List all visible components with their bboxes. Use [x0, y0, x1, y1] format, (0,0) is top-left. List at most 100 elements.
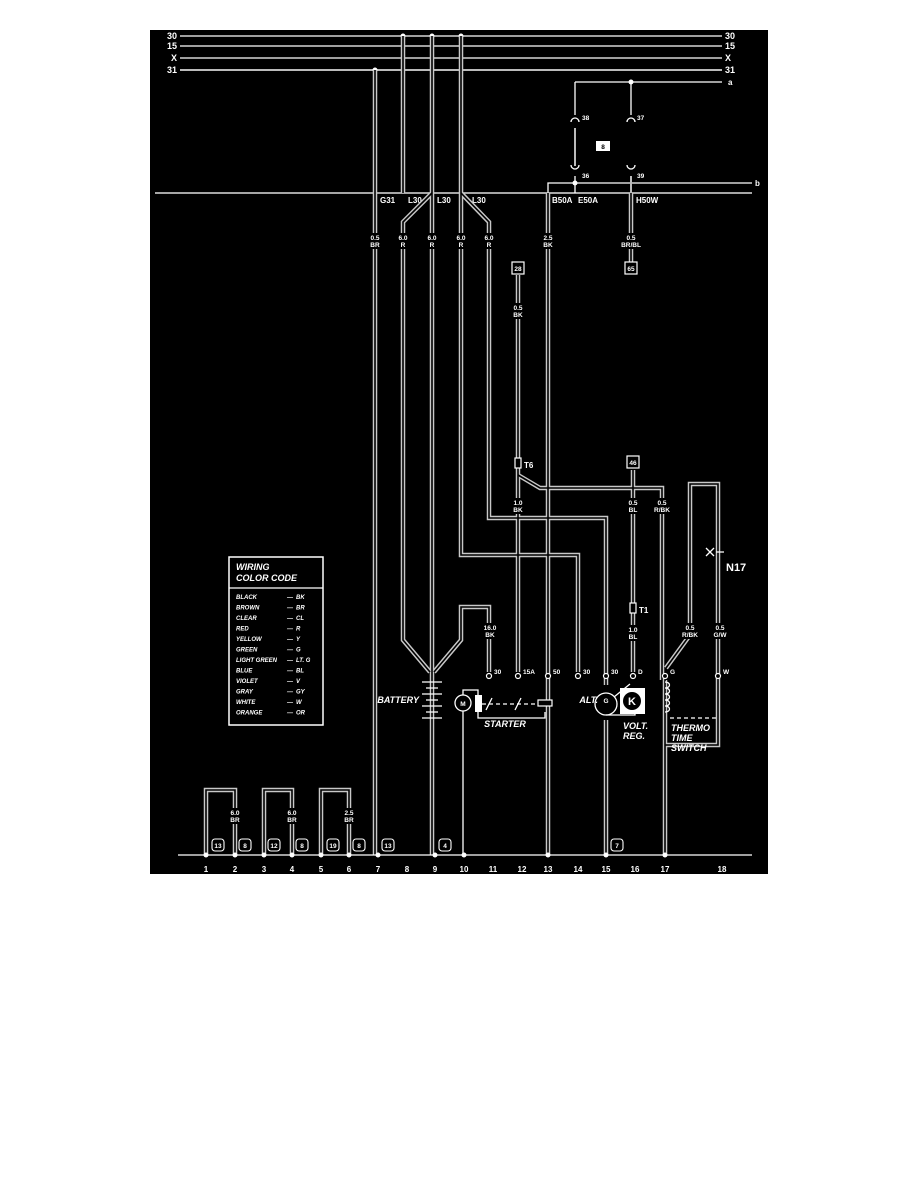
- ground-ref-label: 4: [443, 843, 447, 850]
- terminal-pin: [629, 672, 637, 680]
- bus-x-label-right: X: [725, 53, 731, 63]
- legend-color-code: Y: [296, 637, 301, 643]
- column-number: 18: [718, 865, 727, 874]
- wire-label-bg: [366, 233, 384, 249]
- bus-30-label-right: 30: [725, 31, 735, 41]
- column-number: 3: [262, 865, 267, 874]
- wire-label-bg: [394, 233, 412, 249]
- terminal-pin: [544, 672, 552, 680]
- terminal-pin: [485, 672, 493, 680]
- connector-36: 36: [582, 173, 590, 180]
- wire-color: BK: [513, 507, 523, 514]
- ground-ref-label: 8: [357, 843, 361, 850]
- legend-dash: —: [286, 637, 294, 643]
- legend-dash: —: [286, 658, 294, 664]
- ground-ref-label: 13: [214, 843, 222, 850]
- wire-label-bg: [624, 498, 642, 514]
- wire-color: R: [459, 242, 464, 249]
- legend-color-name: BLUE: [236, 669, 253, 675]
- terminal-label: 30: [611, 669, 619, 676]
- column-number: 6: [347, 865, 352, 874]
- legend-color-code: V: [296, 679, 301, 685]
- wire-core: [460, 36, 579, 672]
- legend-dash: —: [286, 700, 294, 706]
- ground-ref-box: [326, 838, 340, 852]
- alternator-label: ALT.: [578, 695, 598, 705]
- volt-reg-label: VOLT.: [623, 721, 648, 731]
- legend-color-name: BROWN: [236, 606, 260, 612]
- terminal-pin: [714, 672, 722, 680]
- wire-color: BL: [629, 507, 638, 514]
- ground-ref-box: [211, 838, 225, 852]
- column-number: 4: [290, 865, 295, 874]
- terminal-g31: G31: [380, 196, 396, 205]
- wire-label-bg: [423, 233, 441, 249]
- legend-color-code: BK: [296, 595, 305, 601]
- wire-color: BR: [370, 242, 380, 249]
- terminal-pin: [602, 672, 610, 680]
- battery: BATTERY: [377, 681, 442, 719]
- wire-label-bg: [452, 233, 470, 249]
- wire-size: 6.0: [484, 235, 493, 242]
- wire-color: BK: [485, 632, 495, 639]
- column-number: 5: [319, 865, 324, 874]
- wire-color: R/BK: [682, 632, 698, 639]
- column-number: 13: [544, 865, 553, 874]
- bus-x-label: X: [171, 53, 177, 63]
- ground-ref-label: 19: [329, 843, 337, 850]
- wire-size: 6.0: [456, 235, 465, 242]
- wire-labels: 0.5BR6.0R6.0R6.0R6.0R2.5BK0.5BR/BL0.5BK1…: [226, 233, 729, 824]
- ground-ref-box: [438, 838, 452, 852]
- wire-label-bg: [481, 623, 499, 639]
- power-buses: 30 15 X 31 30 15 X 31 a b: [155, 31, 760, 194]
- alternator-g-label: G: [603, 698, 608, 705]
- wire-color: BR: [344, 817, 354, 824]
- terminal-e50a: E50A: [578, 196, 598, 205]
- wire-color: BR: [230, 817, 240, 824]
- wire-core: [402, 192, 433, 673]
- legend-color-name: GREEN: [236, 648, 258, 654]
- box-8: 8: [601, 144, 605, 151]
- legend-color-name: BLACK: [236, 595, 258, 601]
- bus-31-label-right: 31: [725, 65, 735, 75]
- legend-title: WIRING: [236, 562, 270, 572]
- column-number: 10: [460, 865, 469, 874]
- wire-size: 0.5: [685, 625, 694, 632]
- wire-size: 2.5: [543, 235, 552, 242]
- terminal-label: 50: [553, 669, 561, 676]
- legend-color-name: LIGHT GREEN: [236, 658, 278, 664]
- legend-dash: —: [286, 616, 294, 622]
- wiring-color-code-legend: WIRING COLOR CODE BLACK—BKBROWN—BRCLEAR—…: [228, 556, 324, 726]
- ground-ref-label: 12: [270, 843, 278, 850]
- connector-37: 37: [637, 115, 645, 122]
- wire-color: BK: [513, 312, 523, 319]
- ground-ref-box: [238, 838, 252, 852]
- column-number: 17: [661, 865, 670, 874]
- ground-ref-box: [267, 838, 281, 852]
- starter-label: STARTER: [484, 719, 526, 729]
- legend-dash: —: [286, 627, 294, 633]
- wire-size: 0.5: [657, 500, 666, 507]
- reference-boxes: 65 28 46 T6 T1 N17: [511, 261, 746, 615]
- wire-label-bg: [624, 625, 642, 641]
- terminal-h50w: H50W: [636, 196, 659, 205]
- ground-junction: [346, 852, 352, 858]
- wire-label-bg: [509, 303, 527, 319]
- wire-color: BL: [629, 634, 638, 641]
- connector-38: 38: [582, 115, 590, 122]
- wire-label-bg: [509, 498, 527, 514]
- column-number: 16: [631, 865, 640, 874]
- legend-dash: —: [286, 679, 294, 685]
- wire-label-bg: [283, 808, 301, 824]
- wire-label-bg: [539, 233, 557, 249]
- legend-color-code: BR: [296, 606, 305, 612]
- column-number: 8: [405, 865, 410, 874]
- wire-label-bg: [480, 233, 498, 249]
- wire-size: 6.0: [398, 235, 407, 242]
- ground-junction: [289, 852, 295, 858]
- line-a-label: a: [728, 78, 733, 87]
- ground-junction: [545, 852, 551, 858]
- ground-ref-label: 13: [384, 843, 392, 850]
- wire-size: 1.0: [628, 627, 637, 634]
- wire-label-bg: [340, 808, 358, 824]
